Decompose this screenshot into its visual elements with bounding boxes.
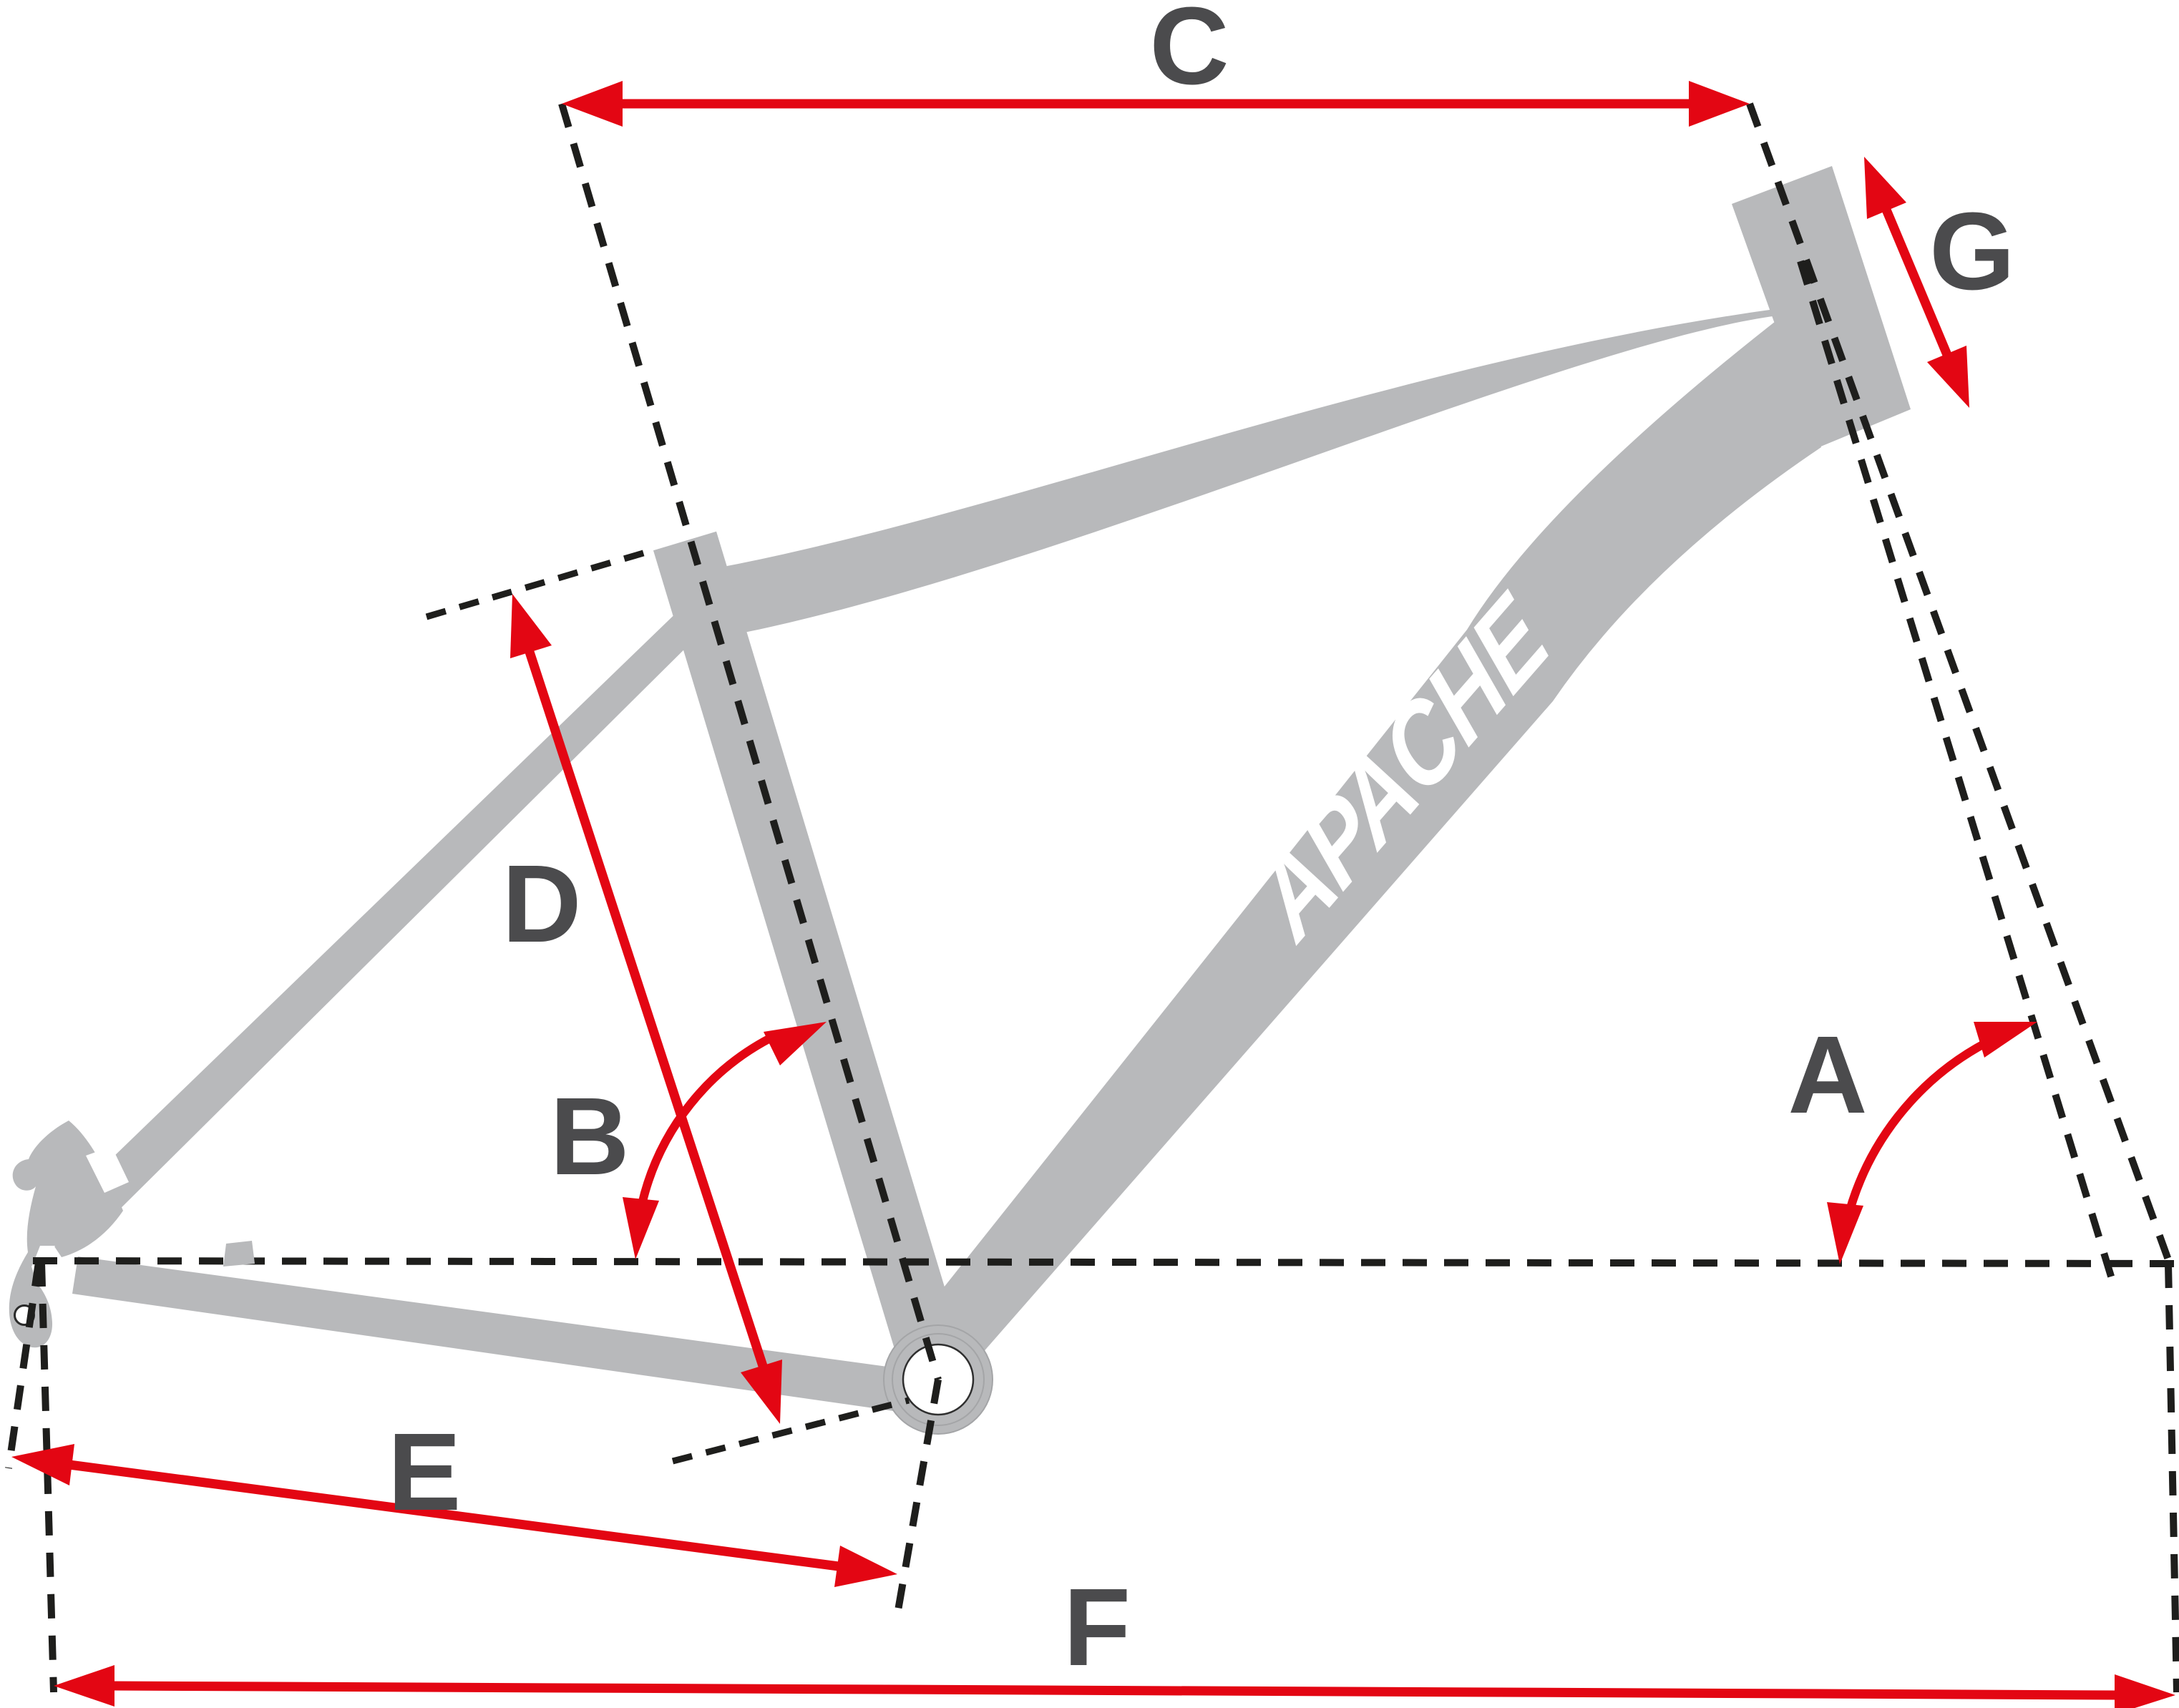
dimension-arrows	[11, 81, 2175, 1708]
label-c: C	[1149, 0, 1229, 107]
dimension-labels: A B C D E F G	[388, 0, 2015, 1689]
arrowhead	[1864, 157, 1906, 219]
label-g: G	[1929, 190, 2015, 313]
bike-frame: APACHE	[9, 166, 1911, 1435]
seat-tube-axis-line	[558, 102, 942, 1381]
arrowhead	[510, 594, 552, 658]
brand-logo-text: APACHE	[1233, 570, 1571, 965]
label-b: B	[550, 1075, 629, 1198]
arrowhead	[764, 1022, 827, 1065]
seat-tube-top-tick	[425, 546, 657, 620]
front-axle-drop-line	[2165, 1263, 2179, 1693]
dim-arrow-e	[11, 1444, 897, 1587]
chainstay-mount-tab	[223, 1241, 255, 1267]
arrowhead	[1689, 81, 1750, 127]
label-d: D	[502, 842, 581, 965]
seat-stay	[67, 602, 708, 1231]
label-f: F	[1063, 1566, 1131, 1689]
chain-stay	[72, 1256, 930, 1415]
dim-arrow-g	[1864, 157, 1969, 408]
arrowhead	[1827, 1202, 1863, 1264]
bb-bottom-tick	[671, 1397, 910, 1465]
top-tube	[712, 309, 1783, 633]
dim-arc-a	[1827, 1022, 2037, 1264]
arrowhead	[1927, 346, 1969, 408]
arrowhead	[562, 81, 623, 127]
rear-axle-drop-line-e	[5, 1262, 42, 1469]
steerer-axis-line	[1797, 260, 2118, 1289]
arrowhead	[623, 1197, 659, 1259]
arrowhead	[1974, 1022, 2037, 1058]
down-tube	[891, 316, 1821, 1411]
arrowhead	[2115, 1674, 2175, 1708]
arrowhead	[54, 1665, 114, 1707]
arrowhead	[834, 1546, 897, 1587]
axle-height-line	[32, 1257, 2178, 1267]
label-a: A	[1788, 1013, 1867, 1136]
bottom-bracket-ring	[892, 1333, 985, 1426]
dim-arc-b	[623, 1022, 827, 1259]
dim-arrow-d	[510, 594, 782, 1424]
label-e: E	[388, 1410, 462, 1533]
arrowhead	[741, 1360, 782, 1424]
dim-arrow-c	[562, 81, 1750, 127]
arrowhead	[11, 1444, 74, 1485]
reference-lines	[5, 102, 2179, 1693]
dim-arrow-f	[54, 1665, 2175, 1708]
rear-dropout	[9, 1121, 123, 1348]
dropout-notch	[86, 1146, 129, 1193]
rear-axle-drop-line-f	[38, 1262, 57, 1693]
